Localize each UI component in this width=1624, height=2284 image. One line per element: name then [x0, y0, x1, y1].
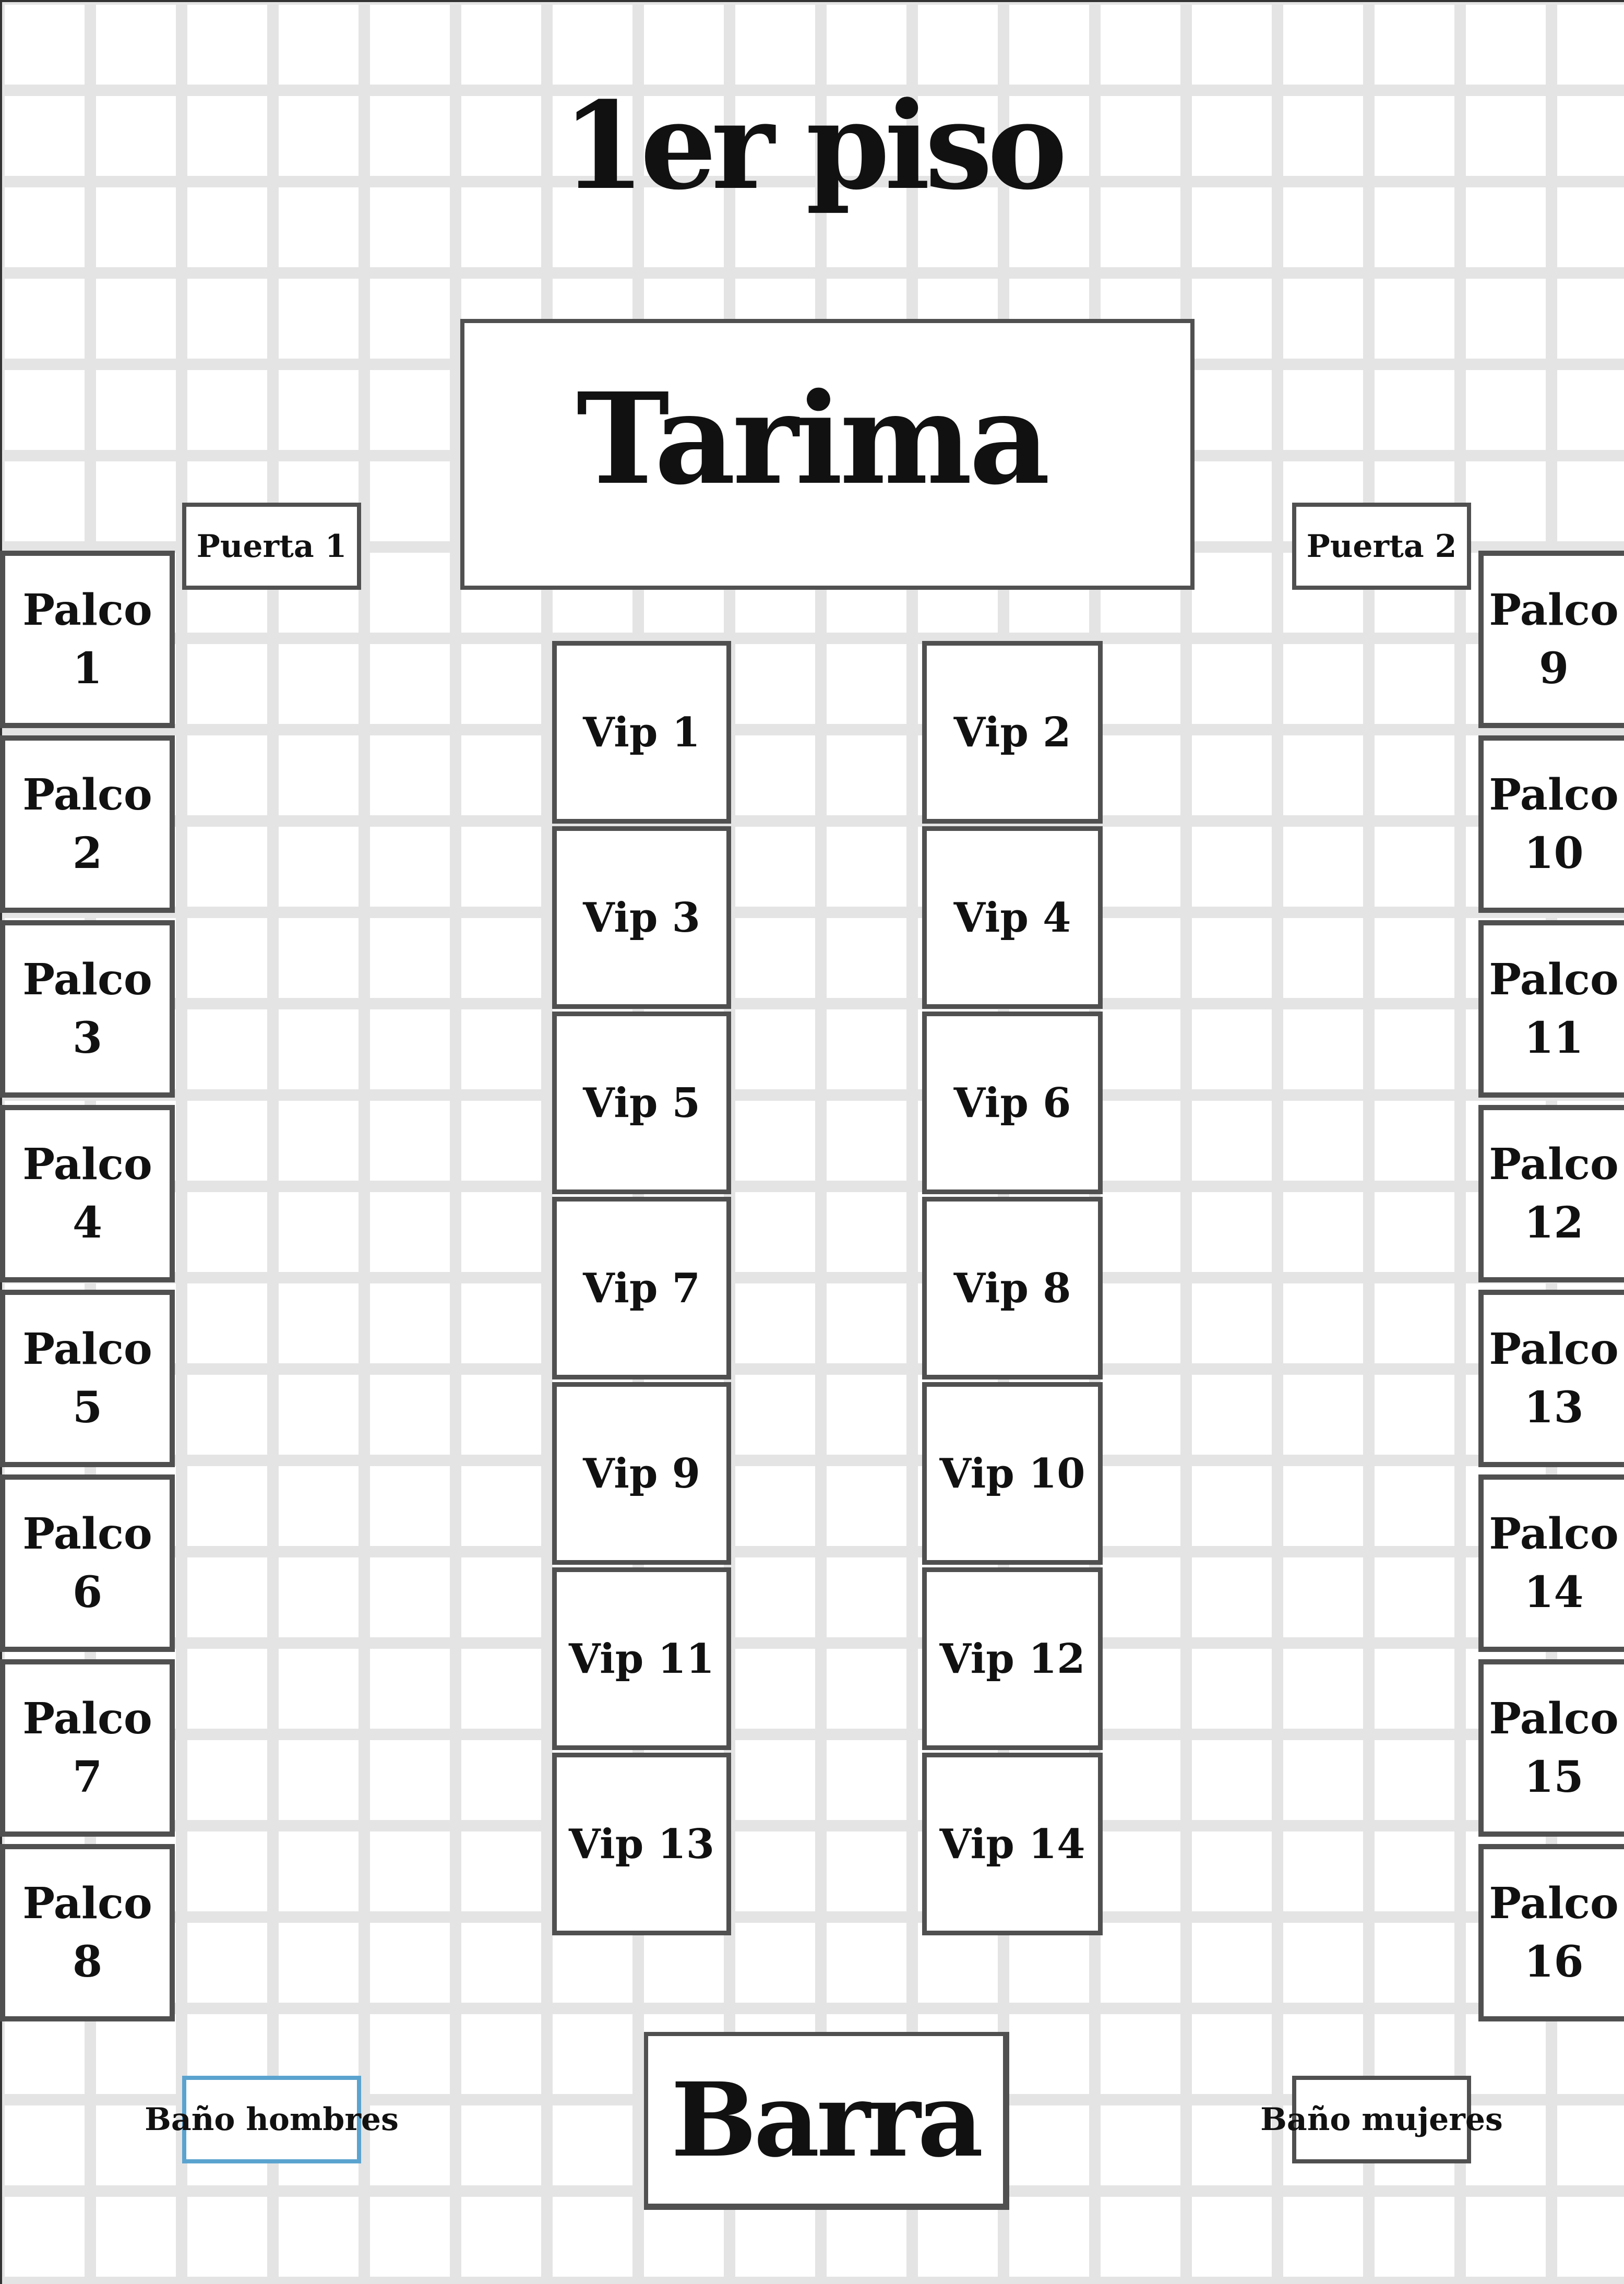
vip-2: Vip 2 — [922, 641, 1103, 824]
vip-label: Vip 12 — [939, 1635, 1085, 1683]
vip-label: Vip 6 — [953, 1079, 1071, 1127]
restroom-men-label: Baño hombres — [145, 2101, 399, 2138]
vip-label: Vip 10 — [939, 1449, 1085, 1497]
vip-label: Vip 3 — [583, 894, 700, 942]
restroom-men: Baño hombres — [145, 2076, 399, 2163]
vip-label: Vip 1 — [583, 708, 700, 756]
palco-7: Palco 7 — [0, 1659, 175, 1837]
palco-number: 12 — [1524, 1198, 1584, 1248]
palco-label: Palco — [1489, 585, 1619, 635]
vip-5: Vip 5 — [552, 1012, 731, 1194]
palco-number: 9 — [1538, 644, 1569, 694]
palco-2: Palco 2 — [0, 735, 175, 913]
palco-label: Palco — [1489, 770, 1619, 820]
vip-label: Vip 8 — [953, 1264, 1071, 1312]
palco-number: 3 — [72, 1013, 103, 1063]
palco-label: Palco — [22, 1694, 152, 1744]
restroom-women-label: Baño mujeres — [1260, 2101, 1503, 2138]
vip-label: Vip 4 — [953, 894, 1071, 942]
palco-number: 11 — [1524, 1013, 1584, 1063]
vip-label: Vip 13 — [568, 1820, 715, 1868]
palco-number: 14 — [1524, 1567, 1584, 1617]
vip-7: Vip 7 — [552, 1197, 731, 1379]
vip-13: Vip 13 — [552, 1753, 731, 1935]
palco-5: Palco 5 — [0, 1290, 175, 1467]
palco-number: 2 — [72, 828, 103, 878]
palco-13: Palco 13 — [1478, 1290, 1624, 1467]
door-label: Puerta 2 — [1306, 528, 1457, 565]
palco-label: Palco — [22, 585, 152, 635]
restroom-women: Baño mujeres — [1260, 2076, 1503, 2163]
palco-16: Palco 16 — [1478, 1844, 1624, 2021]
palco-label: Palco — [22, 1324, 152, 1374]
palco-label: Palco — [22, 1509, 152, 1559]
palco-number: 1 — [72, 644, 103, 694]
door-2: Puerta 2 — [1292, 503, 1471, 590]
vip-10: Vip 10 — [922, 1382, 1103, 1565]
vip-1: Vip 1 — [552, 641, 731, 824]
palco-14: Palco 14 — [1478, 1474, 1624, 1652]
palco-number: 4 — [72, 1198, 103, 1248]
vip-label: Vip 5 — [583, 1079, 700, 1127]
palco-label: Palco — [1489, 1139, 1619, 1189]
door-label: Puerta 1 — [196, 528, 347, 565]
vip-9: Vip 9 — [552, 1382, 731, 1565]
palco-number: 8 — [72, 1937, 103, 1987]
vip-3: Vip 3 — [552, 826, 731, 1009]
vip-label: Vip 11 — [568, 1635, 715, 1683]
palco-10: Palco 10 — [1478, 735, 1624, 913]
vip-12: Vip 12 — [922, 1567, 1103, 1750]
bar-area: Barra — [644, 2032, 1009, 2210]
stage-area: Tarima — [460, 319, 1195, 590]
palco-label: Palco — [22, 770, 152, 820]
palco-number: 16 — [1524, 1937, 1584, 1987]
vip-4: Vip 4 — [922, 826, 1103, 1009]
vip-label: Vip 7 — [583, 1264, 700, 1312]
palco-number: 15 — [1524, 1752, 1584, 1802]
palco-12: Palco 12 — [1478, 1105, 1624, 1282]
palco-label: Palco — [22, 1139, 152, 1189]
vip-label: Vip 2 — [953, 708, 1071, 756]
palco-label: Palco — [1489, 1509, 1619, 1559]
palco-9: Palco 9 — [1478, 551, 1624, 728]
palco-1: Palco 1 — [0, 551, 175, 728]
palco-number: 13 — [1524, 1383, 1584, 1433]
vip-6: Vip 6 — [922, 1012, 1103, 1194]
palco-3: Palco 3 — [0, 920, 175, 1098]
palco-label: Palco — [1489, 1324, 1619, 1374]
palco-number: 7 — [72, 1752, 103, 1802]
palco-number: 6 — [72, 1567, 103, 1617]
palco-4: Palco 4 — [0, 1105, 175, 1282]
stage-label: Tarima — [576, 365, 1050, 513]
bar-label: Barra — [671, 2060, 984, 2180]
palco-number: 5 — [72, 1383, 103, 1433]
palco-6: Palco 6 — [0, 1474, 175, 1652]
vip-label: Vip 9 — [583, 1449, 700, 1497]
vip-11: Vip 11 — [552, 1567, 731, 1750]
palco-label: Palco — [1489, 1694, 1619, 1744]
palco-8: Palco 8 — [0, 1844, 175, 2021]
palco-label: Palco — [22, 1878, 152, 1929]
palco-label: Palco — [1489, 955, 1619, 1005]
page-title: 1er piso — [562, 76, 1068, 217]
vip-8: Vip 8 — [922, 1197, 1103, 1379]
palco-number: 10 — [1524, 828, 1584, 878]
palco-label: Palco — [22, 955, 152, 1005]
palco-15: Palco 15 — [1478, 1659, 1624, 1837]
palco-11: Palco 11 — [1478, 920, 1624, 1098]
vip-label: Vip 14 — [939, 1820, 1085, 1868]
door-1: Puerta 1 — [182, 503, 361, 590]
palco-label: Palco — [1489, 1878, 1619, 1929]
vip-14: Vip 14 — [922, 1753, 1103, 1935]
